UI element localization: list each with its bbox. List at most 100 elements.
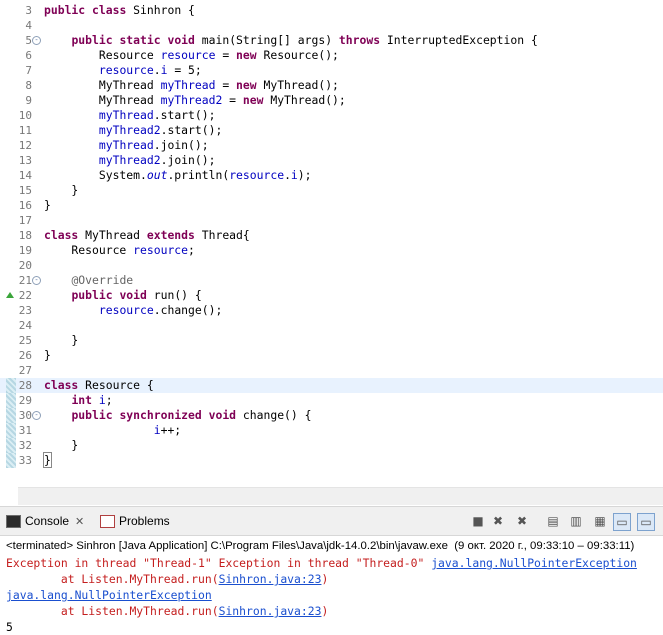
code-line[interactable]: 21- @Override — [0, 273, 663, 288]
code-text[interactable]: } — [43, 452, 52, 468]
editor-horizontal-scrollbar[interactable] — [18, 487, 663, 505]
change-marker — [6, 378, 16, 393]
code-text[interactable]: myThread2.join(); — [98, 153, 216, 167]
code-text[interactable]: } — [44, 198, 51, 212]
scroll-lock-icon[interactable]: ▥ — [570, 514, 582, 528]
console-line[interactable]: java.lang.NullPointerException — [6, 588, 212, 602]
code-line[interactable]: 23 resource.change(); — [0, 303, 663, 318]
code-text[interactable]: resource.i = 5; — [98, 63, 202, 77]
code-text[interactable]: class Resource { — [44, 378, 154, 392]
code-text[interactable]: myThread.join(); — [98, 138, 209, 152]
line-number: 8 — [25, 79, 32, 92]
word-wrap-icon[interactable]: ▦ — [594, 514, 606, 528]
code-text[interactable]: myThread2.start(); — [98, 123, 223, 137]
console-line[interactable]: Exception in thread "Thread-1" Exception… — [6, 556, 637, 570]
console-line[interactable]: at Listen.MyThread.run(Sinhron.java:23) — [6, 604, 329, 618]
line-number: 7 — [25, 64, 32, 77]
code-line[interactable]: 8 MyThread myThread = new MyThread(); — [0, 78, 663, 93]
code-line[interactable]: 3 public class Sinhron { — [0, 3, 663, 18]
tab-console[interactable]: Console✕ — [6, 511, 84, 531]
code-line[interactable]: 12 myThread.join(); — [0, 138, 663, 153]
code-text[interactable]: MyThread myThread = new MyThread(); — [44, 78, 339, 92]
clear-console-icon[interactable]: ▤ — [547, 514, 559, 528]
code-line[interactable]: 10 myThread.start(); — [0, 108, 663, 123]
code-line[interactable]: 9 MyThread myThread2 = new MyThread(); — [0, 93, 663, 108]
code-line[interactable]: 26} — [0, 348, 663, 363]
code-line[interactable]: 19 Resource resource; — [0, 243, 663, 258]
code-line[interactable]: 14 System.out.println(resource.i); — [0, 168, 663, 183]
change-marker — [6, 408, 16, 423]
change-marker — [6, 393, 16, 408]
code-line[interactable]: 16} — [0, 198, 663, 213]
code-text[interactable]: public static void main(String[] args) t… — [71, 33, 538, 47]
code-text[interactable]: Resource resource = new Resource(); — [44, 48, 339, 62]
line-number: 3 — [25, 4, 32, 17]
code-line[interactable]: 4 — [0, 18, 663, 33]
code-text[interactable]: resource.change(); — [98, 303, 223, 317]
show-on-stdout-icon[interactable]: ▭ — [613, 513, 631, 531]
line-number: 15 — [18, 184, 32, 197]
change-marker — [6, 423, 16, 438]
code-text[interactable]: public class Sinhron { — [44, 3, 195, 17]
console-line[interactable]: 5 — [6, 620, 13, 634]
code-line[interactable]: 6 Resource resource = new Resource(); — [0, 48, 663, 63]
code-line[interactable]: 22 public void run() { — [0, 288, 663, 303]
code-line[interactable]: 7 resource.i = 5; — [0, 63, 663, 78]
console-view: Console✕ Problems ■✖✖▤▥▦▭▭ <terminated> … — [0, 506, 663, 634]
code-text[interactable]: } — [44, 438, 79, 452]
code-text[interactable]: MyThread myThread2 = new MyThread(); — [44, 93, 346, 107]
fold-toggle-icon[interactable]: - — [32, 411, 41, 420]
code-line[interactable]: 30- public synchronized void change() { — [0, 408, 663, 423]
problems-icon — [100, 515, 115, 529]
code-line[interactable]: 33} — [0, 452, 663, 468]
line-number: 26 — [18, 349, 32, 362]
code-text[interactable]: } — [44, 333, 79, 347]
line-number: 27 — [18, 364, 32, 377]
terminate-icon[interactable]: ■ — [472, 514, 484, 528]
line-number: 24 — [18, 319, 32, 332]
console-line[interactable]: at Listen.MyThread.run(Sinhron.java:23) — [6, 572, 329, 586]
remove-all-icon[interactable]: ✖ — [516, 514, 528, 528]
code-line[interactable]: 13 myThread2.join(); — [0, 153, 663, 168]
fold-toggle-icon[interactable]: - — [32, 36, 41, 45]
code-line[interactable]: 32 } — [0, 438, 663, 453]
line-number: 30 — [18, 409, 32, 422]
code-text[interactable]: System.out.println(resource.i); — [44, 168, 312, 182]
code-line[interactable]: 17 — [0, 213, 663, 228]
remove-launch-icon[interactable]: ✖ — [492, 514, 504, 528]
line-number: 16 — [18, 199, 32, 212]
show-on-stderr-icon[interactable]: ▭ — [637, 513, 655, 531]
code-text[interactable]: i++; — [153, 423, 182, 437]
code-text[interactable]: } — [44, 348, 51, 362]
code-line[interactable]: 20 — [0, 258, 663, 273]
line-number: 10 — [18, 109, 32, 122]
code-text[interactable]: public void run() { — [71, 288, 202, 302]
line-number: 19 — [18, 244, 32, 257]
code-line[interactable]: 24 — [0, 318, 663, 333]
code-line[interactable]: 29 int i; — [0, 393, 663, 408]
line-number: 22 — [18, 289, 32, 302]
code-line[interactable]: 25 } — [0, 333, 663, 348]
code-text[interactable]: myThread.start(); — [98, 108, 216, 122]
code-line[interactable]: 27 — [0, 363, 663, 378]
code-text[interactable]: Resource resource; — [44, 243, 195, 257]
code-line[interactable]: 31 i++; — [0, 423, 663, 438]
override-marker-icon[interactable] — [6, 292, 14, 298]
code-line[interactable]: 5- public static void main(String[] args… — [0, 33, 663, 48]
code-line[interactable]: 18 class MyThread extends Thread{ — [0, 228, 663, 243]
code-text[interactable]: @Override — [71, 273, 134, 287]
code-text[interactable]: } — [44, 183, 79, 197]
close-icon[interactable]: ✕ — [75, 516, 85, 528]
code-line[interactable]: 11 myThread2.start(); — [0, 123, 663, 138]
code-text[interactable]: public synchronized void change() { — [71, 408, 312, 422]
line-number: 18 — [18, 229, 32, 242]
tab-problems[interactable]: Problems — [100, 511, 170, 531]
line-number: 12 — [18, 139, 32, 152]
code-text[interactable]: int i; — [71, 393, 113, 407]
fold-toggle-icon[interactable]: - — [32, 276, 41, 285]
code-text[interactable]: class MyThread extends Thread{ — [44, 228, 250, 242]
line-number: 20 — [18, 259, 32, 272]
code-line[interactable]: 15 } — [0, 183, 663, 198]
